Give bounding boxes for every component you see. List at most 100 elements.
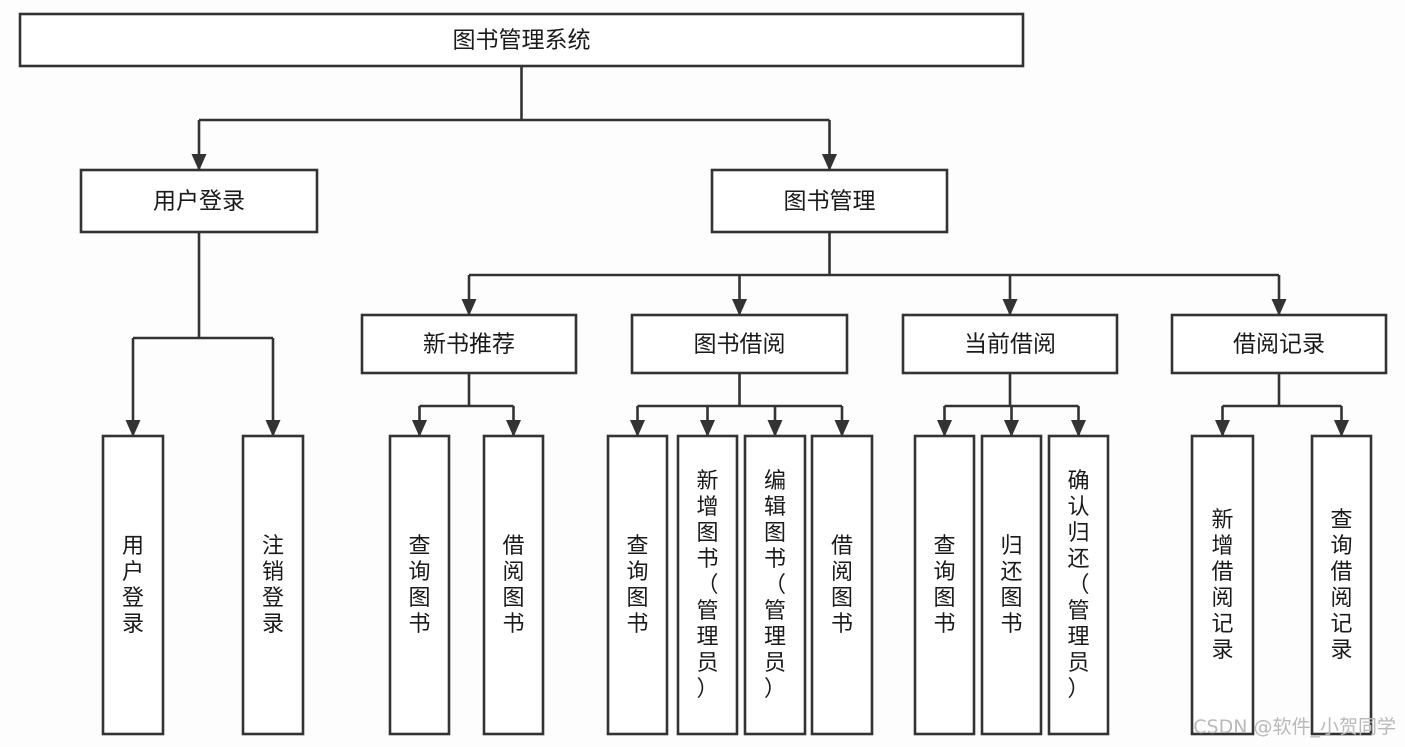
svg-text:书: 书 <box>408 612 430 637</box>
node-box-leaf-add-borrow-record[interactable] <box>1190 434 1255 736</box>
node-box-leaf-query-book-recommend[interactable] <box>388 434 451 736</box>
svg-text:增: 增 <box>1211 534 1233 559</box>
svg-text:管: 管 <box>764 599 786 624</box>
arrow-head-icon <box>1002 299 1018 316</box>
node-box-book-borrow[interactable] <box>630 313 849 375</box>
node-box-book-manage[interactable] <box>710 168 949 234</box>
svg-text:还: 还 <box>1067 547 1089 572</box>
node-layer: 图书管理系统用户登录图书管理新书推荐图书借阅当前借阅借阅记录用户登录注销登录查询… <box>18 12 1388 736</box>
node-book-borrow[interactable]: 图书借阅 <box>630 313 849 375</box>
node-box-current-borrow[interactable] <box>901 313 1119 375</box>
arrow-head-icon <box>1215 420 1230 437</box>
svg-text:登: 登 <box>122 586 144 611</box>
node-box-leaf-confirm-return-admin[interactable] <box>1047 434 1110 736</box>
node-book-manage[interactable]: 图书管理 <box>710 168 949 234</box>
node-box-leaf-query-book-current[interactable] <box>913 434 976 736</box>
svg-text:）: ） <box>1067 677 1089 702</box>
node-box-leaf-logout-login[interactable] <box>241 434 305 736</box>
svg-text:录: 录 <box>122 612 144 637</box>
connector-conn-bookmanage-to-level3 <box>461 232 1287 316</box>
svg-text:认: 认 <box>1067 495 1089 520</box>
node-user-login[interactable]: 用户登录 <box>79 168 319 234</box>
svg-text:询: 询 <box>933 560 955 585</box>
arrow-head-icon <box>937 420 952 437</box>
svg-text:借: 借 <box>1211 560 1233 585</box>
svg-text:图: 图 <box>1000 586 1022 611</box>
svg-text:阅: 阅 <box>1211 586 1233 611</box>
node-new-book-recommend[interactable]: 新书推荐 <box>360 313 578 375</box>
arrow-head-icon <box>630 420 645 437</box>
node-box-leaf-return-book[interactable] <box>980 434 1043 736</box>
svg-text:书: 书 <box>626 612 648 637</box>
node-box-leaf-edit-book-admin[interactable] <box>743 434 807 736</box>
node-label-leaf-user-login: 用户登录 <box>122 534 144 637</box>
node-root[interactable]: 图书管理系统 <box>18 12 1025 68</box>
svg-text:新: 新 <box>1211 508 1233 533</box>
svg-text:录: 录 <box>1211 638 1233 663</box>
node-box-leaf-user-login[interactable] <box>101 434 165 736</box>
arrow-head-icon <box>1004 420 1019 437</box>
svg-text:理: 理 <box>1067 625 1089 650</box>
arrow-head-icon <box>767 420 783 437</box>
node-leaf-user-login[interactable]: 用户登录 <box>101 434 165 736</box>
arrow-head-icon <box>125 420 141 437</box>
svg-text:归: 归 <box>1000 534 1022 559</box>
svg-text:阅: 阅 <box>502 560 524 585</box>
node-box-leaf-query-borrow-record[interactable] <box>1310 434 1373 736</box>
connector-conn-root-to-level2 <box>191 66 837 171</box>
arrow-head-icon <box>1334 420 1349 437</box>
svg-text:还: 还 <box>1000 560 1022 585</box>
node-label-new-book-recommend: 新书推荐 <box>423 332 515 358</box>
svg-text:书: 书 <box>933 612 955 637</box>
svg-text:借: 借 <box>502 534 524 559</box>
node-box-leaf-add-book-admin[interactable] <box>676 434 739 736</box>
arrow-head-icon <box>732 299 747 316</box>
node-box-root[interactable] <box>18 12 1025 68</box>
node-current-borrow[interactable]: 当前借阅 <box>901 313 1119 375</box>
node-box-leaf-borrow-book-recommend[interactable] <box>482 434 545 736</box>
node-box-borrow-record[interactable] <box>1170 313 1388 375</box>
node-borrow-record[interactable]: 借阅记录 <box>1170 313 1388 375</box>
svg-text:询: 询 <box>408 560 430 585</box>
svg-text:管: 管 <box>696 599 718 624</box>
svg-text:书: 书 <box>764 547 786 572</box>
svg-text:询: 询 <box>626 560 648 585</box>
svg-text:理: 理 <box>696 625 718 650</box>
arrow-head-icon <box>191 154 207 171</box>
node-label-root: 图书管理系统 <box>453 28 591 54</box>
svg-text:员: 员 <box>696 651 718 676</box>
svg-text:）: ） <box>764 677 786 702</box>
svg-text:（: （ <box>764 573 786 598</box>
svg-text:户: 户 <box>122 560 144 585</box>
svg-text:录: 录 <box>262 612 284 637</box>
node-box-user-login[interactable] <box>79 168 319 234</box>
connector-layer <box>125 66 1349 437</box>
arrow-head-icon <box>822 154 837 171</box>
node-box-new-book-recommend[interactable] <box>360 313 578 375</box>
svg-text:员: 员 <box>1067 651 1089 676</box>
svg-text:）: ） <box>696 677 718 702</box>
node-box-leaf-query-book-borrow[interactable] <box>606 434 669 736</box>
svg-text:记: 记 <box>1211 612 1233 637</box>
node-box-leaf-borrow-book[interactable] <box>810 434 874 736</box>
